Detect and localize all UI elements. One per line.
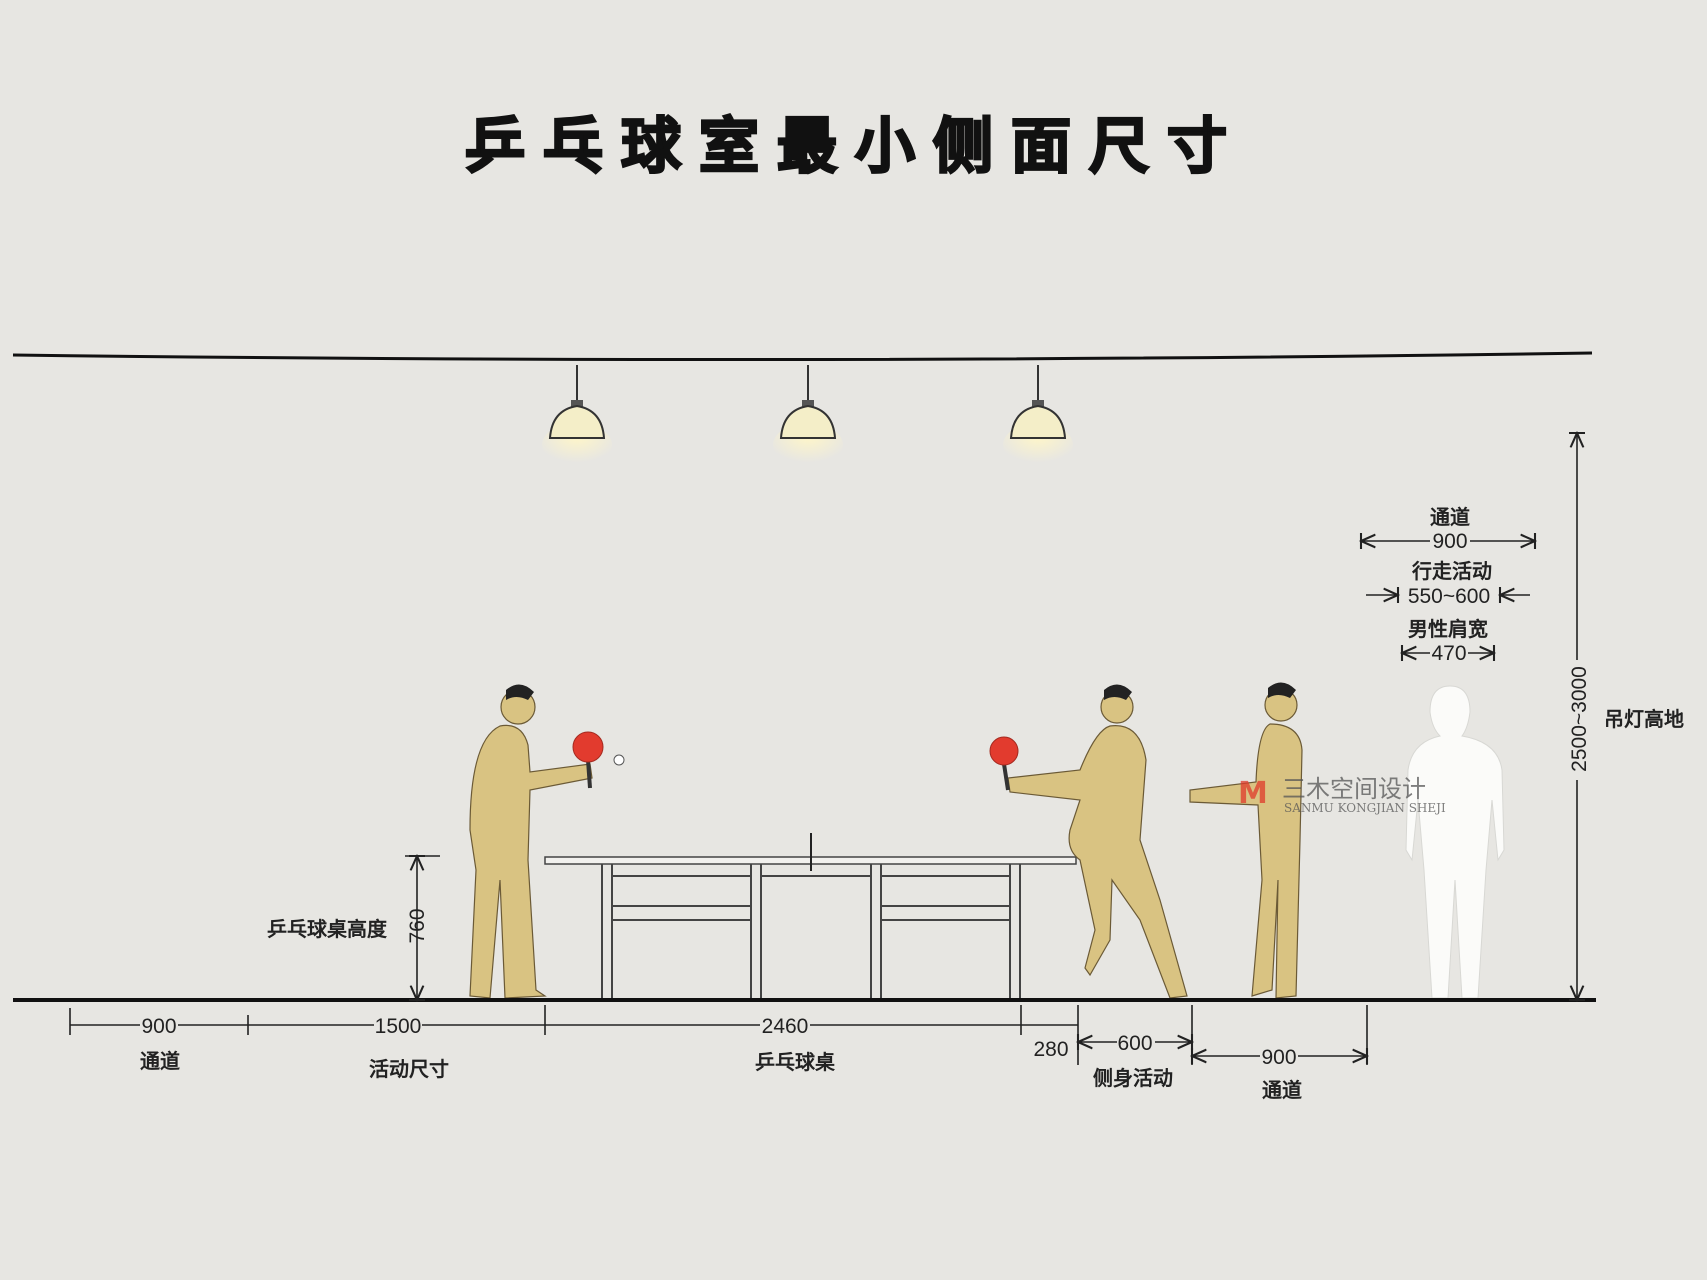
paddle-icon (989, 736, 1019, 766)
dim-label-table: 乒乓球桌 (755, 1050, 836, 1074)
shoulder-value: 470 (1431, 642, 1466, 665)
dim-value-activity: 1500 (375, 1015, 422, 1038)
reference-man-figure (1405, 685, 1505, 999)
aisle-value: 900 (1432, 530, 1467, 553)
svg-text:SANMU KONGJIAN SHEJI: SANMU KONGJIAN SHEJI (1284, 801, 1446, 815)
aisle-label: 通道 (1430, 505, 1470, 529)
dim-value-table: 2460 (762, 1015, 809, 1038)
dim-value-gap: 280 (1033, 1038, 1068, 1061)
pendant-lamp (1003, 365, 1073, 467)
lamp-height-label: 吊灯高地 (1604, 707, 1684, 731)
dim-value-side-activity: 600 (1117, 1032, 1152, 1055)
lamp-height-value: 2500~3000 (1568, 666, 1591, 772)
watermark-logo: M 三木空间设计 SANMU KONGJIAN SHEJI (1238, 775, 1446, 815)
ball-icon (613, 754, 625, 766)
svg-text:三木空间设计: 三木空间设计 (1282, 775, 1426, 803)
pendant-lamp (542, 365, 612, 467)
svg-text:M: M (1238, 776, 1268, 811)
walking-value: 550~600 (1408, 585, 1490, 608)
dim-label-side-activity: 侧身活动 (1093, 1066, 1173, 1090)
table-height-label: 乒乓球桌高度 (267, 917, 388, 941)
dim-value-aisle-left: 900 (141, 1015, 176, 1038)
page-title: 乒乓球室最小侧面尺寸 (465, 112, 1245, 182)
bottom-dimension-chain (69, 1005, 1367, 1065)
table-height-value: 760 (406, 908, 429, 943)
pendant-lamp (773, 365, 843, 467)
player-figure-right (1189, 682, 1303, 999)
dim-label-aisle-left: 通道 (140, 1049, 180, 1073)
walking-label: 行走活动 (1411, 559, 1492, 583)
player-figure-center (989, 684, 1188, 999)
ping-pong-table (544, 833, 1077, 1000)
dim-label-aisle-right: 通道 (1262, 1078, 1302, 1102)
player-figure-left (469, 684, 625, 999)
shoulder-label: 男性肩宽 (1408, 617, 1488, 641)
dim-value-aisle-right: 900 (1261, 1046, 1296, 1069)
dim-label-activity: 活动尺寸 (369, 1057, 449, 1081)
paddle-icon (572, 731, 604, 763)
ceiling-line (12, 351, 1593, 362)
